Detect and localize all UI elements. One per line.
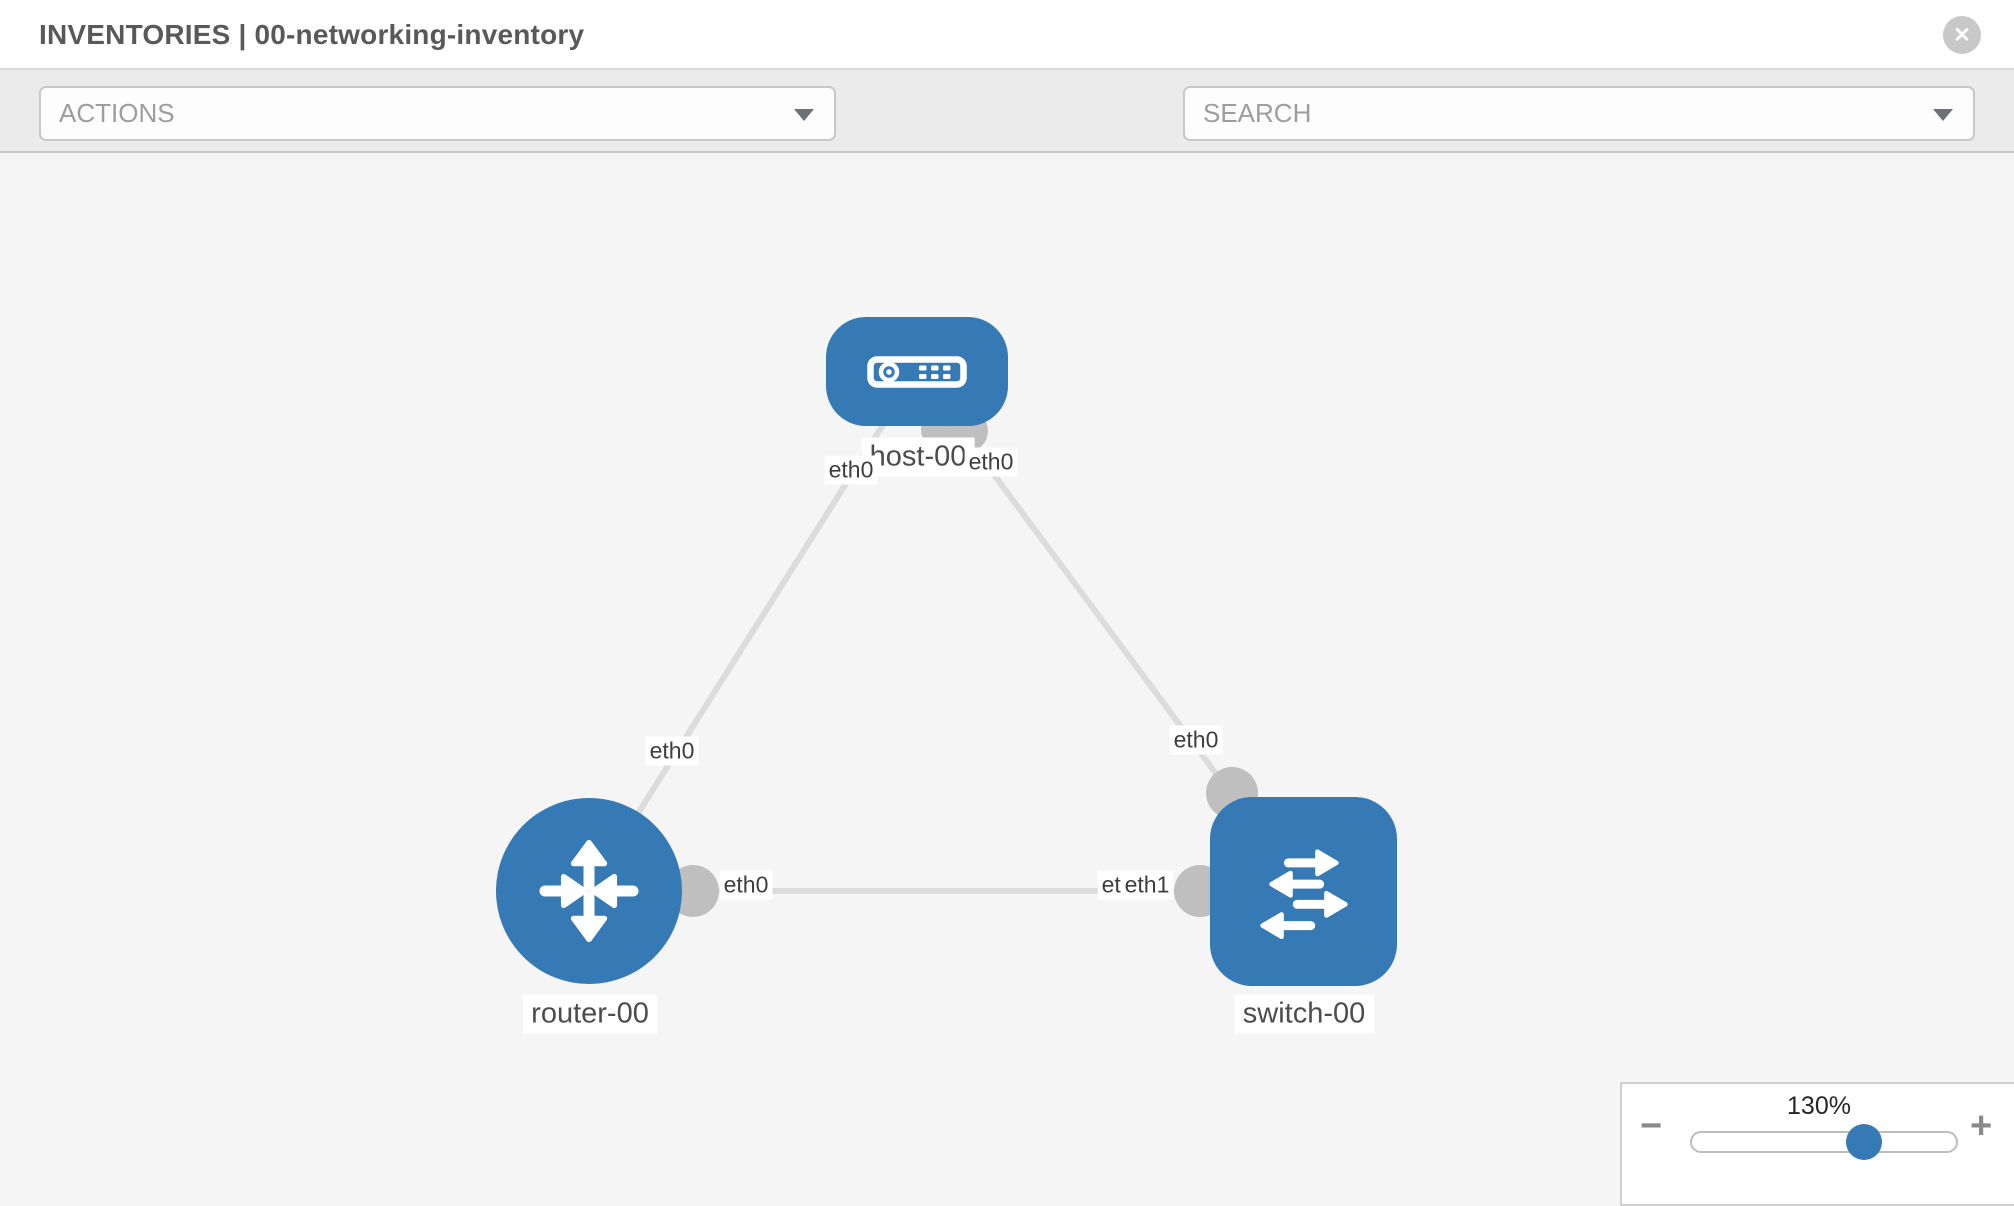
- zoom-out-button[interactable]: −: [1640, 1105, 1663, 1147]
- close-button[interactable]: ✕: [1943, 16, 1981, 54]
- iface-label: eth0: [824, 455, 878, 485]
- node-router-00[interactable]: [496, 798, 682, 984]
- toolbar: ACTIONS SEARCH: [0, 70, 2014, 205]
- close-icon: ✕: [1953, 23, 1971, 47]
- iface-label: eth0: [964, 447, 1018, 477]
- topology-canvas[interactable]: host-00 router-00 switch-00 eth0 eth0 et…: [0, 153, 2014, 1200]
- zoom-slider-thumb[interactable]: [1846, 1124, 1882, 1160]
- node-label-host: host-00: [861, 437, 975, 477]
- chevron-down-icon: [794, 109, 814, 121]
- node-switch-00[interactable]: [1210, 797, 1397, 986]
- page-title: INVENTORIES | 00-networking-inventory: [39, 19, 585, 50]
- router-icon: [539, 839, 639, 943]
- zoom-slider-track[interactable]: [1690, 1131, 1958, 1153]
- host-icon: [867, 355, 967, 388]
- header-bar: INVENTORIES | 00-networking-inventory ✕: [0, 0, 2014, 70]
- iface-label: eth0: [719, 870, 773, 900]
- iface-label: eth0: [1169, 725, 1223, 755]
- node-host-00[interactable]: [826, 317, 1008, 426]
- switch-icon: [1259, 848, 1348, 939]
- topology-links-layer: [586, 369, 1306, 917]
- search-dropdown-label: SEARCH: [1203, 98, 1312, 128]
- iface-label: eth0: [645, 736, 699, 766]
- zoom-panel: 130% − +: [1620, 1082, 2014, 1206]
- search-dropdown[interactable]: SEARCH: [1183, 86, 1975, 141]
- iface-label: eth1: [1120, 870, 1174, 900]
- zoom-in-button[interactable]: +: [1970, 1105, 1993, 1147]
- zoom-level-label: 130%: [1787, 1092, 1851, 1120]
- node-label-router: router-00: [523, 994, 657, 1034]
- node-label-switch: switch-00: [1234, 994, 1374, 1034]
- chevron-down-icon: [1933, 109, 1953, 121]
- actions-dropdown-label: ACTIONS: [59, 98, 175, 128]
- actions-dropdown[interactable]: ACTIONS: [39, 86, 836, 141]
